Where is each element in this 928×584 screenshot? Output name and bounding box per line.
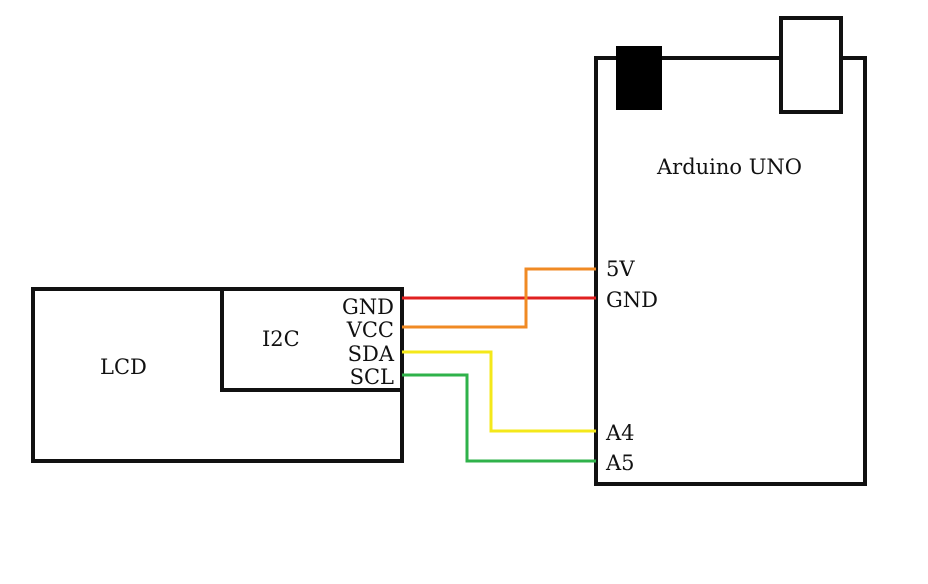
power-jack xyxy=(616,46,662,110)
i2c-pin-scl: SCL xyxy=(350,365,394,389)
wire-scl xyxy=(402,373,596,463)
i2c-pin-vcc: VCC xyxy=(346,318,394,342)
arduino-pin-a4: A4 xyxy=(605,421,635,445)
i2c-pin-sda: SDA xyxy=(348,342,395,366)
arduino-pin-a5: A5 xyxy=(605,451,635,475)
i2c-label: I2C xyxy=(262,327,300,351)
arduino-title: Arduino UNO xyxy=(656,155,802,179)
arduino-pin-gnd: GND xyxy=(606,288,658,312)
arduino-board xyxy=(594,56,867,486)
lcd-label: LCD xyxy=(100,355,147,379)
i2c-pin-gnd: GND xyxy=(342,295,394,319)
i2c-module xyxy=(220,287,404,392)
wire-vcc xyxy=(402,267,596,329)
arduino-pin-5v: 5V xyxy=(606,257,635,281)
usb-port xyxy=(779,16,843,114)
wire-sda xyxy=(402,350,596,433)
